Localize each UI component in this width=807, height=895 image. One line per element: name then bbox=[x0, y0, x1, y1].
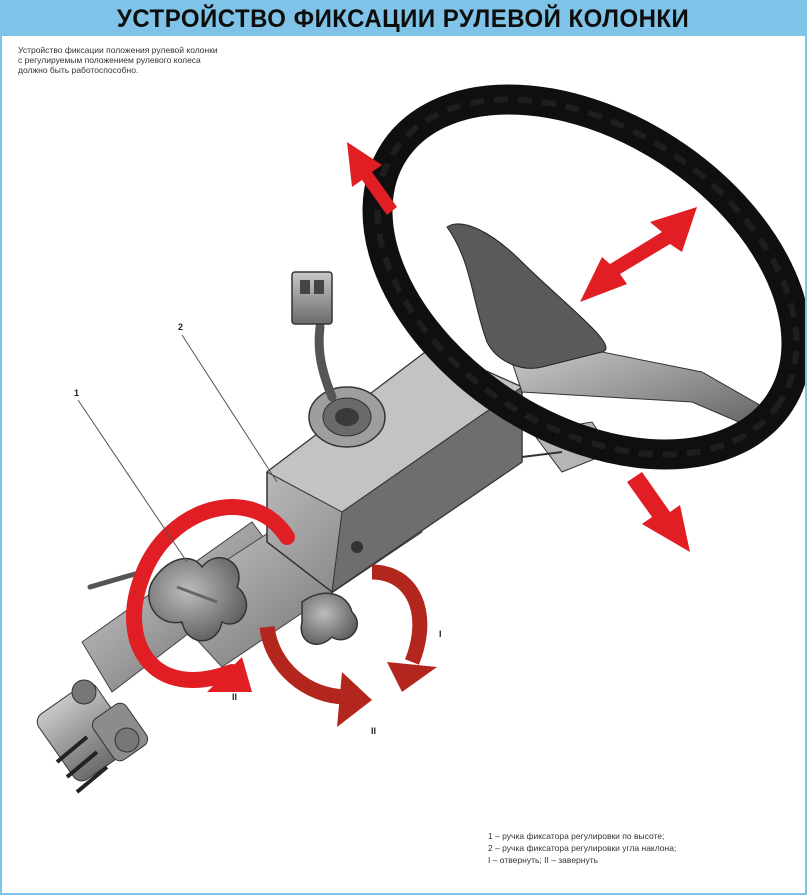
arrow-wheel-double bbox=[580, 207, 697, 302]
legend-item: I – отвернуть; II – завернуть bbox=[488, 854, 788, 866]
legend-item: 1 – ручка фиксатора регулировки по высот… bbox=[488, 830, 788, 842]
callout-roman-1: I bbox=[439, 629, 442, 639]
tilt-lock-knob bbox=[301, 593, 357, 644]
callout-1: 1 bbox=[74, 388, 79, 398]
rotation-arrow-tilt-release bbox=[372, 572, 437, 692]
arrow-wheel-down-right bbox=[627, 472, 690, 552]
legend: 1 – ручка фиксатора регулировки по высот… bbox=[488, 830, 788, 866]
legend-item: 2 – ручка фиксатора регулировки угла нак… bbox=[488, 842, 788, 854]
callout-roman-2-left: II bbox=[232, 692, 237, 702]
wiring-connector bbox=[292, 272, 332, 397]
callout-2: 2 bbox=[178, 322, 183, 332]
callout-roman-2-right: II bbox=[371, 726, 376, 736]
